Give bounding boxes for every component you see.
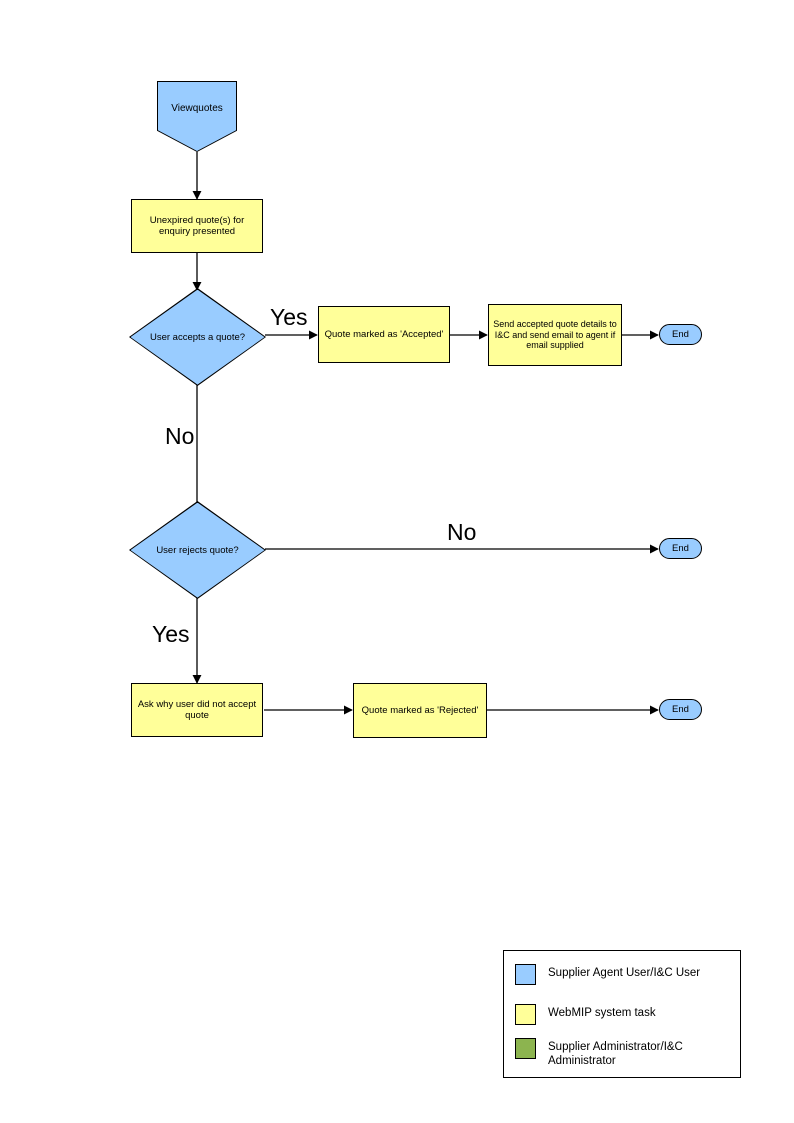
legend-item-supplier-agent: Supplier Agent User/I&C User	[515, 964, 735, 985]
legend-swatch-supplier-agent	[515, 964, 536, 985]
terminator-end-accepted-label: End	[672, 328, 689, 340]
start-node-label-wrap: Viewquotes	[157, 81, 237, 137]
process-unexpired-quotes-label: Unexpired quote(s) for enquiry presented	[149, 214, 245, 237]
terminator-end-rejected[interactable]: End	[659, 699, 702, 720]
start-node-label: Viewquotes	[171, 103, 223, 115]
legend-swatch-webmip-task	[515, 1004, 536, 1025]
edge-label-accepts-yes: Yes	[270, 306, 308, 329]
process-quote-rejected[interactable]: Quote marked as 'Rejected'	[353, 683, 487, 738]
legend-item-webmip-task: WebMIP system task	[515, 1004, 735, 1025]
process-ask-why-label: Ask why user did not accept quote	[137, 698, 257, 721]
decision-user-rejects-label-wrap: User rejects quote?	[140, 523, 255, 578]
legend-swatch-supplier-admin	[515, 1038, 536, 1059]
edge-label-rejects-no: No	[447, 521, 476, 544]
legend-label-webmip-task: WebMIP system task	[548, 1007, 656, 1019]
terminator-end-rejected-label: End	[672, 703, 689, 715]
decision-user-accepts-label-wrap: User accepts a quote?	[140, 310, 255, 365]
process-unexpired-quotes[interactable]: Unexpired quote(s) for enquiry presented	[131, 199, 263, 253]
terminator-end-no-reject[interactable]: End	[659, 538, 702, 559]
edge-label-accepts-yes-text: Yes	[270, 304, 308, 330]
edge-label-accepts-no-text: No	[165, 423, 195, 449]
process-quote-accepted-label: Quote marked as 'Accepted'	[324, 328, 444, 340]
edge-label-rejects-yes-text: Yes	[152, 621, 190, 647]
process-quote-rejected-label: Quote marked as 'Rejected'	[361, 704, 479, 716]
legend	[503, 950, 741, 1078]
legend-item-supplier-admin: Supplier Administrator/I&C Administrator	[515, 1038, 730, 1069]
edge-label-accepts-no: No	[165, 425, 194, 448]
edge-label-rejects-yes: Yes	[152, 623, 190, 646]
decision-user-accepts-label: User accepts a quote?	[149, 331, 246, 343]
terminator-end-accepted[interactable]: End	[659, 324, 702, 345]
process-ask-why[interactable]: Ask why user did not accept quote	[131, 683, 263, 737]
legend-label-supplier-admin: Supplier Administrator/I&C Administrator	[548, 1041, 683, 1068]
edge-label-rejects-no-text: No	[447, 519, 477, 545]
terminator-end-no-reject-label: End	[672, 542, 689, 554]
process-send-accepted-details-label: Send accepted quote details to I&C and s…	[493, 319, 617, 351]
decision-user-rejects-label: User rejects quote?	[156, 544, 239, 556]
process-quote-accepted[interactable]: Quote marked as 'Accepted'	[318, 306, 450, 363]
legend-label-supplier-agent: Supplier Agent User/I&C User	[548, 967, 701, 979]
process-send-accepted-details[interactable]: Send accepted quote details to I&C and s…	[488, 304, 622, 366]
